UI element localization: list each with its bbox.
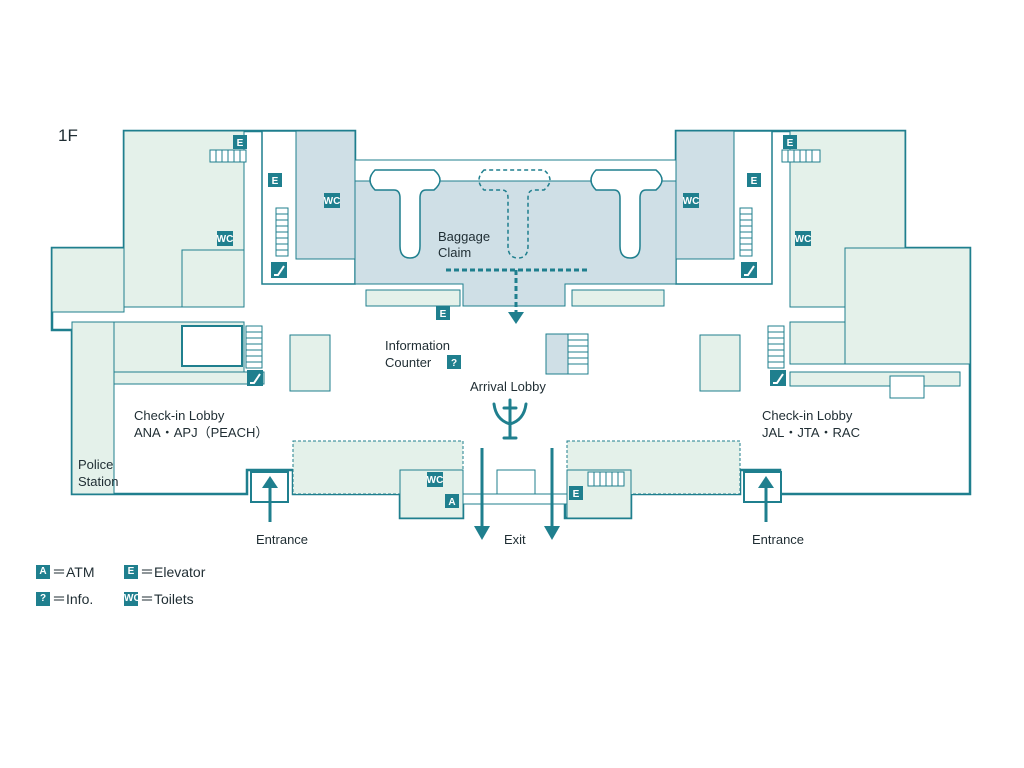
stairs-right-mid [767,325,785,369]
stairs-right-core [739,207,753,257]
carousel-center [478,169,551,259]
pillar-right [699,334,741,392]
checkin-lobby-left-airlines: ANA・APJ（PEACH） [134,425,268,440]
toilet-icon: WC [427,472,444,487]
legend-label: ＝ATM [52,564,95,580]
svg-text:?: ? [451,358,457,369]
toilet-icon: WC [683,193,700,208]
checkin-lobby-right-label: Check-in Lobby [762,408,853,423]
counter-right [571,289,665,307]
svg-text:WC: WC [217,234,234,245]
legend-label: ＝Toilets [140,591,194,607]
svg-text:E: E [440,309,447,320]
toilet-icon: WC [124,592,141,606]
arrival-lobby-label: Arrival Lobby [470,379,546,394]
baggage-claim-label: Baggage [438,229,490,244]
arrival-lobby-icon [492,398,528,440]
entrance-left-arrow [262,476,278,522]
svg-text:WC: WC [427,475,444,486]
legend-item-elevator: E ＝Elevator [124,562,212,582]
room-right-strip-box [889,375,925,399]
elevator-icon: E [268,173,282,187]
exit-arrow-right [544,448,560,540]
baggage-route-arrow [508,312,524,324]
room-left-small [181,249,245,308]
escalator-icon [247,370,263,386]
entrance-left-label: Entrance [256,532,308,547]
elevator-icon: E [569,486,583,500]
stairs-left-top [209,149,247,163]
escalator-icon [271,262,287,278]
atm-icon: A [445,494,459,508]
svg-text:WC: WC [795,234,812,245]
entrance-right-arrow [758,476,774,522]
elevator-icon: E [233,135,247,149]
floor-label: 1F [58,126,78,145]
counter-left [365,289,461,307]
room-left-far [51,247,125,313]
checkin-lobby-left-label: Check-in Lobby [134,408,225,423]
escalator-icon [770,370,786,386]
baggage-claim-label-2: Claim [438,245,471,260]
police-station-label: Police [78,457,113,472]
stairs-center [545,333,589,375]
legend-label: ＝Info. [52,591,94,607]
toilet-icon: WC [217,231,234,246]
escalator-icon [741,262,757,278]
stairs-left-core [275,207,289,257]
legend-row: A ＝ATM E ＝Elevator [36,562,212,582]
information-counter-label-2: Counter [385,355,432,370]
room-right-mid [789,321,846,365]
exit-arrow-left [474,448,490,540]
map-legend: A ＝ATM E ＝Elevator ? ＝Info. WC ＝Toilets [36,562,212,616]
svg-text:E: E [751,176,758,187]
information-counter-label: Information [385,338,450,353]
stairs-front [587,471,625,487]
carousel-left [369,169,441,259]
legend-label: ＝Elevator [140,564,206,580]
elevator-icon: E [783,135,797,149]
svg-text:E: E [272,176,279,187]
legend-row: ? ＝Info. WC ＝Toilets [36,589,212,609]
room-right-far [844,247,971,365]
svg-text:WC: WC [683,196,700,207]
elevator-icon: E [124,565,138,579]
entrance-door-right [743,471,782,503]
elevator-icon: E [436,306,450,320]
svg-text:E: E [787,138,794,149]
info-icon: ? [36,592,50,606]
toilet-icon: WC [795,231,812,246]
pillar-left [289,334,331,392]
carousel-right [590,169,663,259]
elevator-icon: E [747,173,761,187]
legend-item-atm: A ＝ATM [36,562,124,582]
exit-label: Exit [504,532,526,547]
room-right-strip [789,371,961,387]
atm-icon: A [36,565,50,579]
checkin-lobby-right-airlines: JAL・JTA・RAC [762,425,860,440]
svg-text:WC: WC [324,196,341,207]
police-station-label-2: Station [78,474,118,489]
info-icon: ? [447,355,461,369]
baggage-claim-area [354,180,677,307]
room-left-mid-box [181,325,243,367]
legend-item-toilets: WC ＝Toilets [124,589,212,609]
svg-text:E: E [237,138,244,149]
room-left-strip [113,371,265,385]
exit-booth [496,469,536,495]
stairs-right-top [781,149,821,163]
toilet-icon: WC [324,193,341,208]
entrance-right-label: Entrance [752,532,804,547]
svg-text:E: E [573,489,580,500]
police-station-area [71,321,115,495]
stairs-left-mid [245,325,263,369]
legend-item-info: ? ＝Info. [36,589,124,609]
svg-text:A: A [448,497,455,508]
